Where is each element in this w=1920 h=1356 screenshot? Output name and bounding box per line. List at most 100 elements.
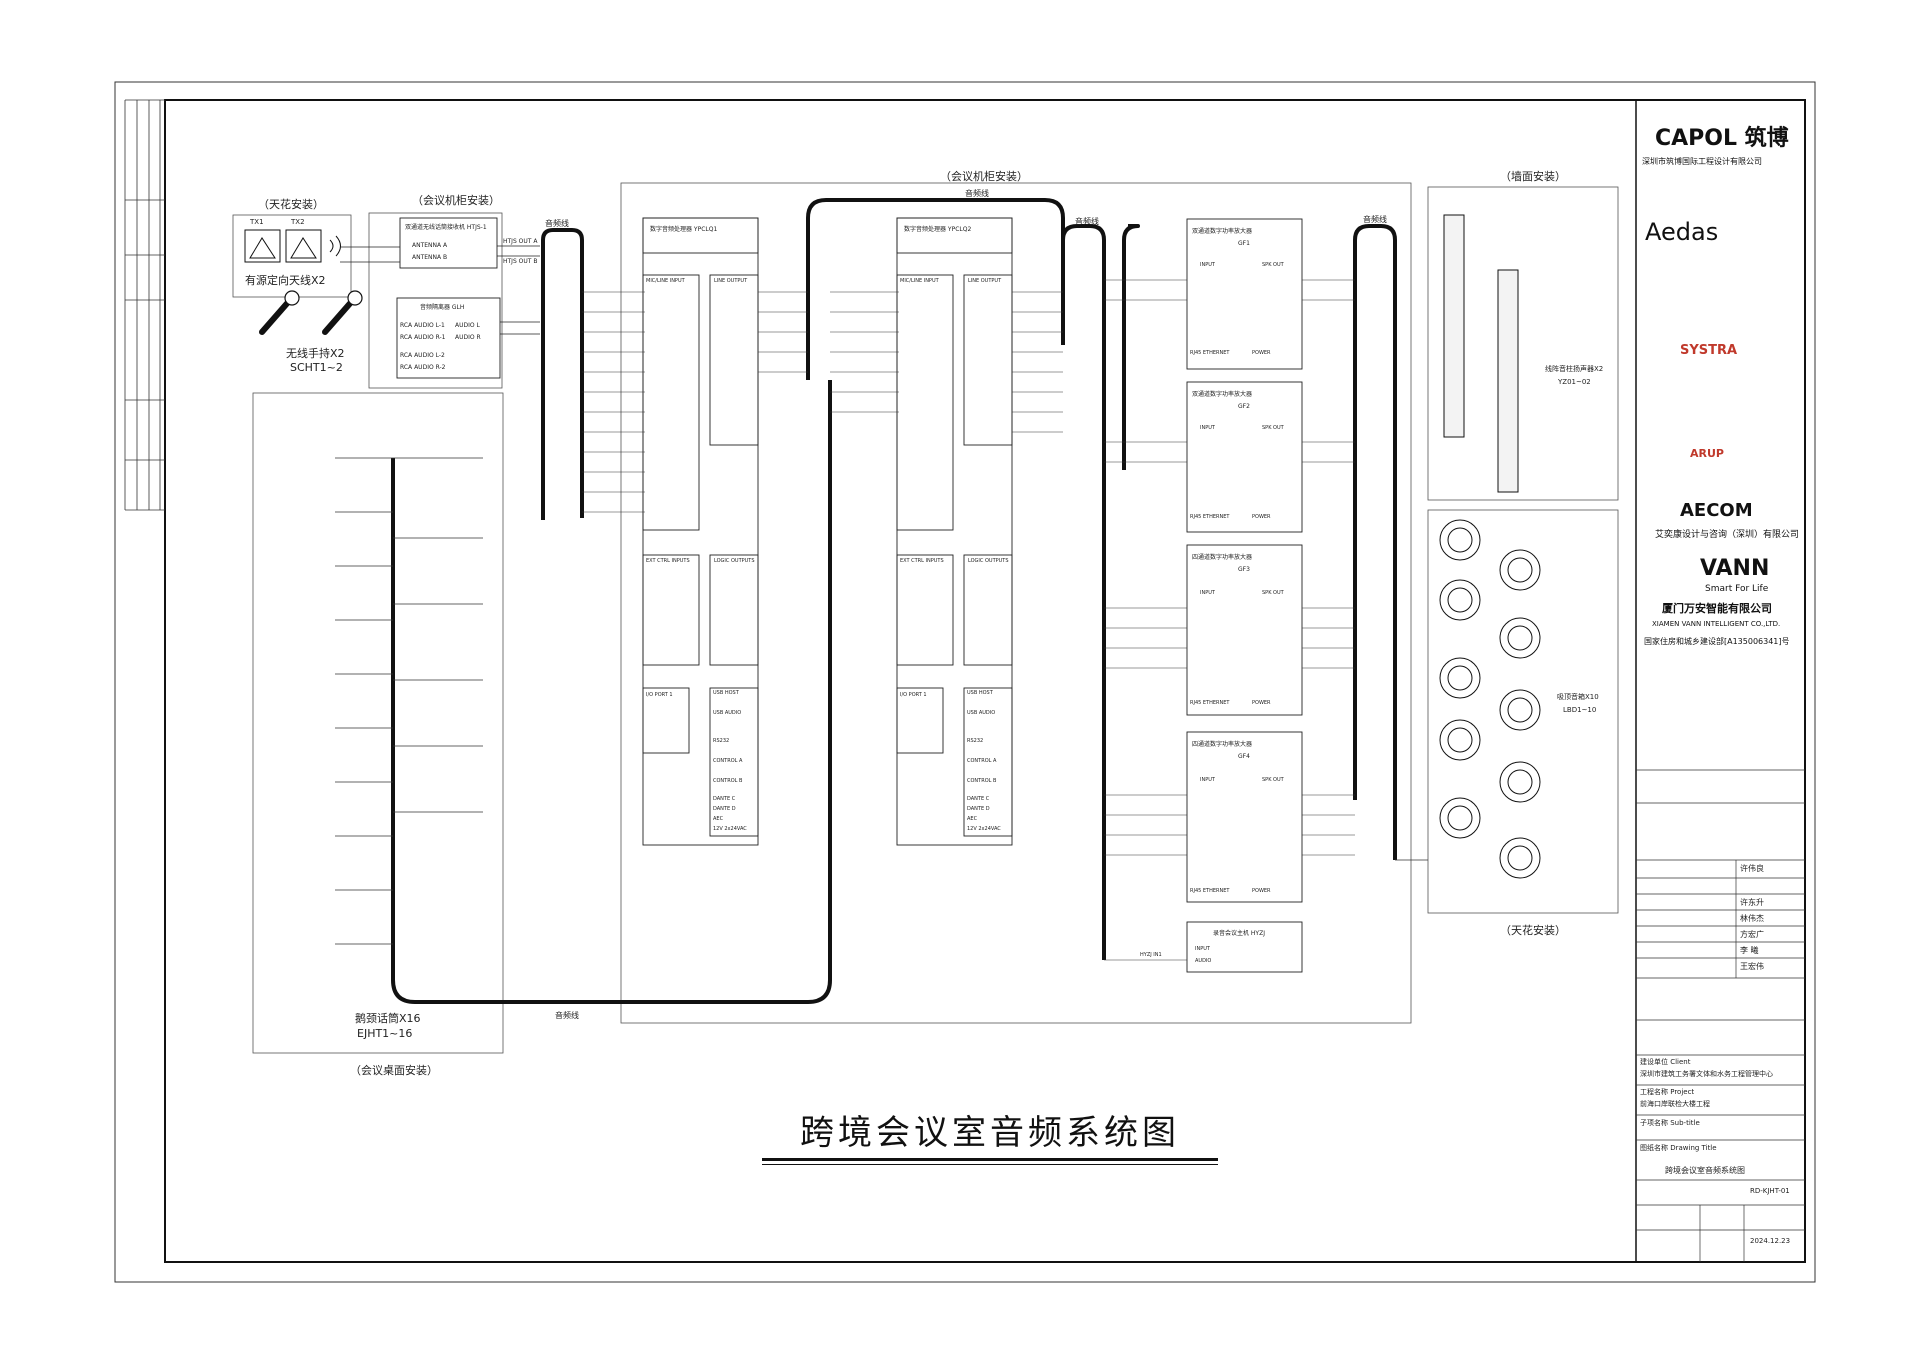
column-speaker-icon [1443,214,1519,493]
processor1-output: LINE OUTPUT [714,278,748,284]
systra-logo: SYSTRA [1680,343,1738,358]
antenna-icon [244,229,341,263]
wireless-mic-icon [259,290,363,335]
amp3-eth: RJ45 ETHERNET [1190,700,1230,706]
recorder-in-label: HYZJ IN1 [1140,952,1162,958]
cable-label: 音频线 [1363,215,1387,224]
person-drafter: 李 曦 [1740,946,1759,955]
drawing-name: 跨境会议室音频系统图 [1665,1166,1745,1175]
amp3-out: SPK OUT [1262,590,1284,596]
cable-label: 音频线 [1075,217,1099,226]
amp4-eth: RJ45 ETHERNET [1190,888,1230,894]
cable-label: 音频线 [555,1011,579,1020]
processor1-ext: EXT CTRL INPUTS [646,558,690,564]
receiver-box [399,217,498,269]
column-speaker-code: YZ01~02 [1558,378,1591,386]
amp2-code: GF2 [1238,403,1250,410]
area-label-wall: （墙面安装） [1500,170,1566,183]
ceiling-speaker-caption: 吸顶音箱X10 [1557,693,1599,701]
recorder-audio: AUDIO [1195,958,1212,964]
receiver-ant-b: ANTENNA B [412,254,448,261]
processor2-title: 数字音频处理器 YPCLQ2 [904,226,972,233]
processor1-poe: 12V 2x24VAC [713,826,747,832]
amp4-code: GF4 [1238,753,1250,760]
processor2-ext: EXT CTRL INPUTS [900,558,944,564]
mixer-in: RCA AUDIO R-2 [400,364,446,371]
drawing-frame [164,99,1806,1263]
mixer-in: RCA AUDIO R-1 [400,334,446,341]
ceiling-speaker-box [1427,509,1619,914]
amp3-code: GF3 [1238,566,1250,573]
amp3-title: 四通道数字功率放大器 [1192,554,1253,561]
aedas-logo: Aedas [1645,218,1719,246]
vann-company-en: XIAMEN VANN INTELLIGENT CO.,LTD. [1652,620,1781,628]
subtitle-label: 子项名称 Sub-title [1640,1119,1700,1127]
processor1-usb: USB HOST [713,690,739,696]
amp2-title: 双通道数字功率放大器 [1192,391,1253,398]
amp4-out: SPK OUT [1262,777,1284,783]
console-small-box [368,212,503,389]
processor2-usb-audio: USB AUDIO [967,710,996,716]
processor1-logic: LOGIC OUTPUTS [714,558,755,564]
receiver-title: 双通道无线话筒接收机 HTJS-1 [405,224,487,231]
area-label-rack: （会议机柜安装） [940,170,1028,183]
processor2-usb: USB HOST [967,690,993,696]
amp2-eth: RJ45 ETHERNET [1190,514,1230,520]
processor2-channels [830,291,1063,433]
aecom-subtitle: 艾奕康设计与咨询（深圳）有限公司 [1655,530,1800,540]
person-leader: 王宏伟 [1740,962,1764,971]
person-approver: 许伟良 [1740,864,1764,873]
page-title: 跨境会议室音频系统图 [800,1113,1180,1153]
processor1-io: I/O PORT 1 [646,692,673,698]
vann-logo: VANN [1700,556,1770,581]
processor1-title: 数字音频处理器 YPCLQ1 [650,226,718,233]
drawing-number: RD-KJHT-01 [1750,1187,1790,1195]
processor2-frame [896,217,1013,846]
processor1-frame [642,217,759,846]
amp3-input: INPUT [1200,590,1215,596]
recorder-title: 录音会议主机 HYZJ [1213,930,1265,937]
processor1-usb-audio: USB AUDIO [713,710,742,716]
cable-label: 音频线 [965,189,989,198]
arup-logo: ARUP [1690,447,1724,460]
amp1-eth: RJ45 ETHERNET [1190,350,1230,356]
tx1-label: TX1 [250,218,264,226]
ceiling-speaker-code: LBD1~10 [1563,706,1597,714]
desk-area-box [252,392,504,1054]
processor1-dante-c: DANTE C [713,796,736,802]
area-label-ceiling-right: （天花安装） [1500,924,1566,937]
client-name: 深圳市建筑工务署文体和水务工程管理中心 [1640,1070,1773,1078]
person-reviewer: 方宏广 [1740,930,1764,939]
amp4-power: POWER [1252,888,1271,894]
mixer-out: AUDIO L [455,322,480,329]
processor2-io: I/O PORT 1 [900,692,927,698]
area-label-ceiling-left: （天花安装） [258,198,324,211]
amp2-out: SPK OUT [1262,425,1284,431]
person-designer: 许东升 [1740,898,1764,907]
rack-area-box [620,182,1412,1024]
vann-license: 国家住房和城乡建设部[A135006341]号 [1644,637,1790,646]
titleblock-lines [1636,769,1805,1262]
amplifier-frames [1186,218,1303,973]
amp1-power: POWER [1252,350,1271,356]
amp1-code: GF1 [1238,240,1250,247]
project-label: 工程名称 Project [1640,1088,1695,1096]
mic-code: SCHT1~2 [290,361,343,374]
wall-area-box [1427,186,1619,501]
recorder-input: INPUT [1195,946,1210,952]
amp4-input: INPUT [1200,777,1215,783]
amp4-title: 四通道数字功率放大器 [1192,741,1253,748]
processor1-input: MIC/LINE INPUT [646,278,685,284]
desk-mic-lines [335,457,483,945]
processor2-rs232: RS232 [967,738,984,744]
client-label: 建设单位 Client [1640,1058,1691,1066]
vann-slogan: Smart For Life [1705,584,1769,594]
receiver-out-b: HTJS OUT B [503,258,538,265]
amp1-out: SPK OUT [1262,262,1284,268]
tx2-label: TX2 [291,218,305,226]
processor2-dante-d: DANTE D [967,806,990,812]
area-label-desk: （会议桌面安装） [350,1064,438,1077]
processor1-ctrl-b: CONTROL B [713,778,743,784]
capol-subtitle: 深圳市筑博国际工程设计有限公司 [1642,157,1762,166]
